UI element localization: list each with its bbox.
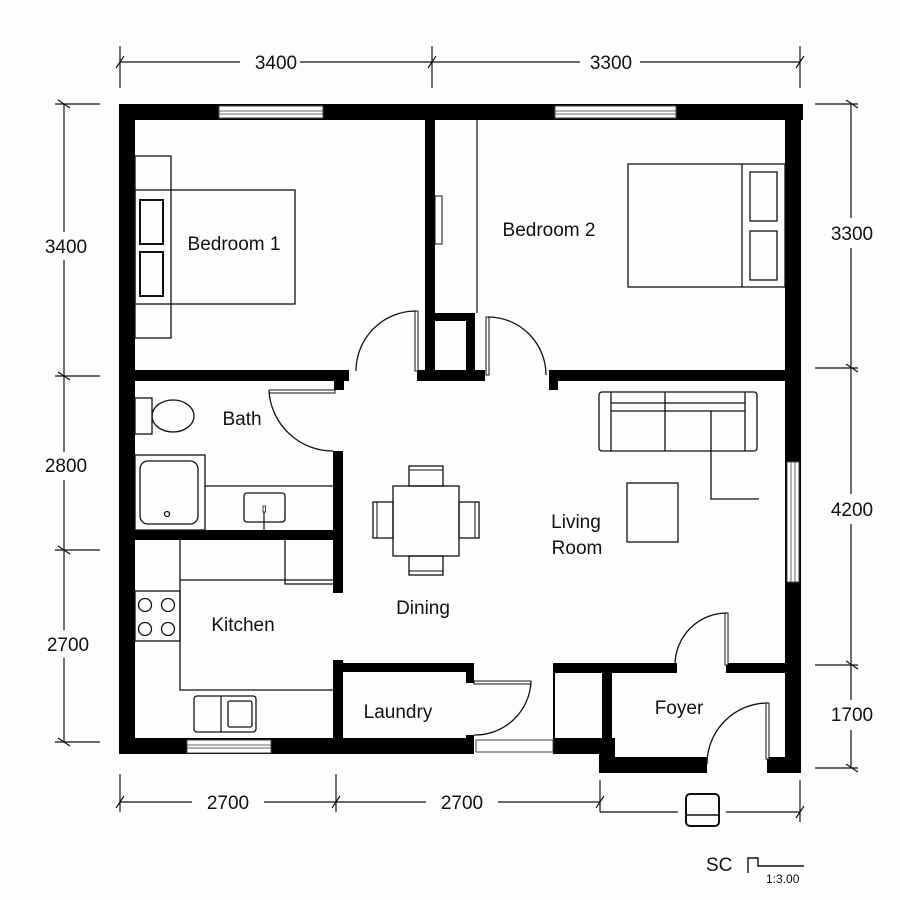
dim-right-3: 1700: [831, 705, 873, 726]
dim-right-1: 3300: [831, 224, 873, 245]
dim-top-2: 3300: [590, 53, 632, 74]
room-label-kitchen: Kitchen: [211, 615, 274, 636]
window-living: [786, 461, 800, 583]
dim-bottom-1: 2700: [207, 793, 249, 814]
bed-icon: [627, 163, 786, 288]
sofa-icon: [598, 391, 759, 500]
window-bedroom2: [554, 105, 677, 119]
toilet-icon: [134, 397, 195, 435]
room-label-bedroom2: Bedroom 2: [503, 220, 596, 241]
walls: [119, 104, 803, 773]
doors: [268, 120, 770, 765]
room-label-living-line1: Living: [551, 512, 601, 533]
bed-icon: [134, 155, 296, 339]
room-label-bedroom1: Bedroom 1: [188, 234, 281, 255]
door-bedroom1: [355, 310, 419, 372]
dim-right-2: 4200: [831, 500, 873, 521]
door-entry: [706, 702, 770, 765]
scale-value: 1:3.00: [766, 872, 800, 886]
dimension-top: 3400 3300: [115, 46, 805, 88]
room-label-bath: Bath: [222, 409, 261, 430]
window-laundry: [475, 739, 554, 753]
door-laundry: [473, 680, 532, 736]
door-bedroom2: [485, 316, 547, 376]
door-bath: [268, 389, 336, 452]
windows: [186, 105, 800, 754]
kitchen-sink-icon: [193, 695, 257, 733]
sink-icon: [205, 485, 333, 530]
coffee-table-icon: [626, 482, 679, 543]
bathtub-icon: [134, 454, 206, 531]
room-label-laundry: Laundry: [364, 702, 433, 723]
wardrobe-door: [434, 195, 443, 245]
dimension-bottom: 2700 2700: [115, 774, 805, 827]
dim-left-2: 2800: [45, 456, 87, 477]
dim-bottom-2: 2700: [441, 793, 483, 814]
room-label-dining: Dining: [396, 598, 450, 619]
room-label-living-line2: Room: [552, 538, 603, 559]
doormat-icon: [685, 793, 720, 827]
dim-top-1: 3400: [255, 53, 297, 74]
dim-left-1: 3400: [45, 237, 87, 258]
dining-table-icon: [372, 465, 480, 576]
dimension-left: 3400 2800 2700: [36, 99, 100, 747]
room-label-foyer: Foyer: [655, 698, 704, 719]
kitchen-counter: [179, 540, 333, 691]
window-bedroom1: [218, 105, 324, 119]
dimension-right: 3300 4200 1700: [815, 99, 880, 773]
dim-left-3: 2700: [47, 635, 89, 656]
window-kitchen: [186, 739, 272, 754]
stove-icon: [134, 590, 181, 642]
scale-indicator: SC 1:3.00: [706, 855, 804, 886]
scale-label: SC: [706, 855, 732, 876]
door-foyer-living: [674, 612, 729, 666]
